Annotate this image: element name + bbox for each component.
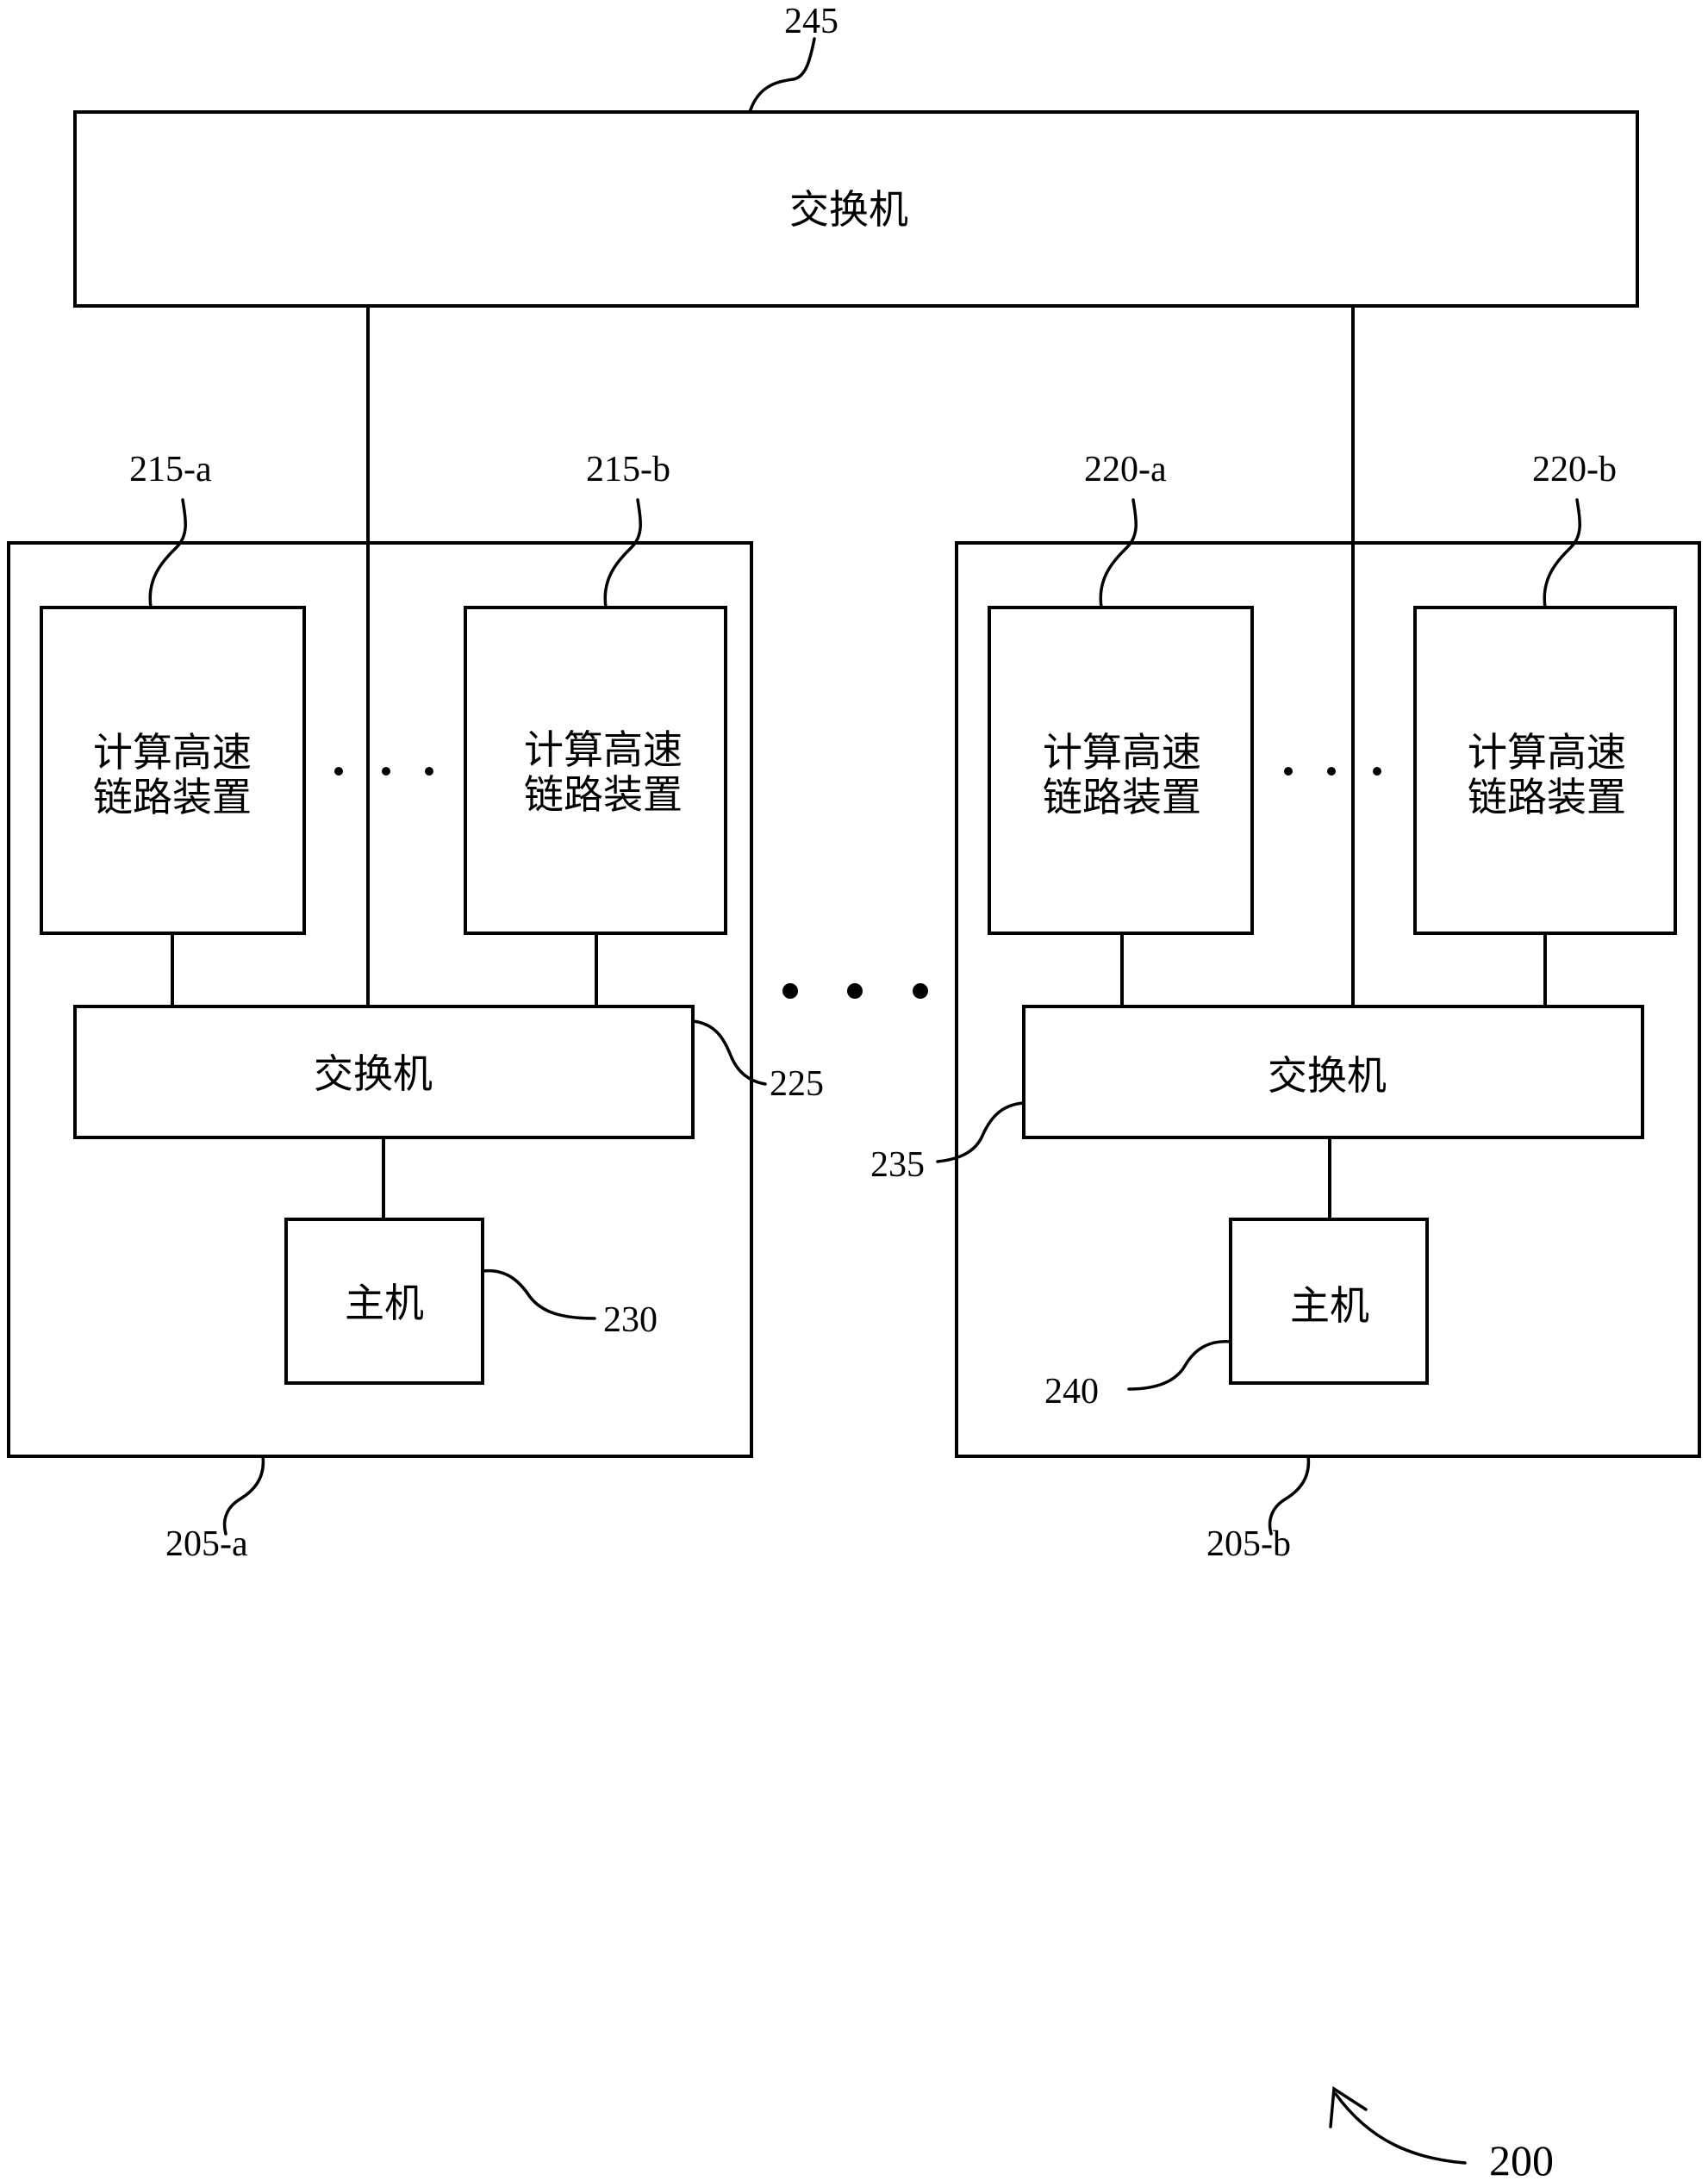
node-a-switch-leader [691,1019,767,1086]
figure-ref: 200 [1489,2136,1554,2181]
node-a-host-box [284,1218,484,1385]
node-a-switch-ref: 225 [770,1064,824,1104]
node-a-device-2-box [464,606,727,935]
top-switch-leader [748,37,816,114]
node-a-device-2-leader [603,498,642,609]
node-b-host-leader [1127,1340,1232,1391]
node-a-ellipsis-dot-2 [382,767,390,776]
node-b-ellipsis-dot-2 [1327,767,1336,776]
node-a-device-2-ref: 215-b [586,450,670,489]
node-b-device-1-label-line2: 链路装置 [1043,774,1201,820]
node-a-device-1-label-line1: 计算高速 [93,729,252,776]
top-switch-box [73,110,1639,308]
node-a-device-1-leader [148,498,187,609]
node-a-host-label: 主机 [345,1280,424,1326]
top-switch-label: 交换机 [789,186,908,233]
node-b-ellipsis-dot-3 [1373,767,1381,776]
node-a-host-leader [481,1268,596,1320]
node-b-host-box [1229,1218,1429,1385]
figure-ref-arrow-curve [1334,2092,1467,2165]
node-a-switch-box [73,1005,695,1139]
node-b-device-2-leader [1543,498,1581,609]
node-b-switch-label: 交换机 [1268,1052,1387,1099]
node-b-host-ref: 240 [1044,1372,1099,1411]
node-a-device-2-label-line2: 链路装置 [524,771,683,818]
node-b-device-2-label-line1: 计算高速 [1468,729,1626,776]
top-switch-ref: 245 [784,2,838,41]
node-a-ellipsis-dot-3 [425,767,433,776]
node-a-leader [222,1455,265,1536]
node-b-device-1-label-line1: 计算高速 [1043,729,1201,776]
node-a-device-1-label-line2: 链路装置 [93,774,252,820]
node-b-device-2-label-line2: 链路装置 [1468,774,1626,820]
node-b-host-label: 主机 [1290,1282,1369,1329]
node-b-device-2-box [1413,606,1677,935]
node-b-device-1-box [988,606,1254,935]
node-b-device-2-ref: 220-b [1532,450,1617,489]
node-a-enclosure [7,541,753,1458]
node-b-ellipsis-dot-1 [1284,767,1293,776]
node-a-host-ref: 230 [603,1300,658,1340]
node-b-device-1-ref: 220-a [1084,450,1167,489]
node-b-switch-box [1022,1005,1644,1139]
node-b-switch-leader [936,1101,1025,1163]
nodes-ellipsis-dot-2 [847,983,863,999]
node-a-device-1-box [40,606,306,935]
node-b-switch-ref: 235 [870,1145,925,1185]
node-a-device-2-label-line1: 计算高速 [524,726,683,773]
node-a-ellipsis-dot-1 [334,767,343,776]
node-a-device-1-ref: 215-a [129,450,212,489]
node-b-leader [1268,1455,1311,1536]
node-b-ref: 205-b [1206,1524,1291,1564]
node-b-enclosure [955,541,1701,1458]
node-a-switch-label: 交换机 [314,1050,433,1097]
figure-ref-arrowhead [1329,2085,1368,2128]
node-b-device-1-leader [1099,498,1138,609]
nodes-ellipsis-dot-3 [913,983,928,999]
node-a-ref: 205-a [165,1524,248,1564]
nodes-ellipsis-dot-1 [782,983,798,999]
